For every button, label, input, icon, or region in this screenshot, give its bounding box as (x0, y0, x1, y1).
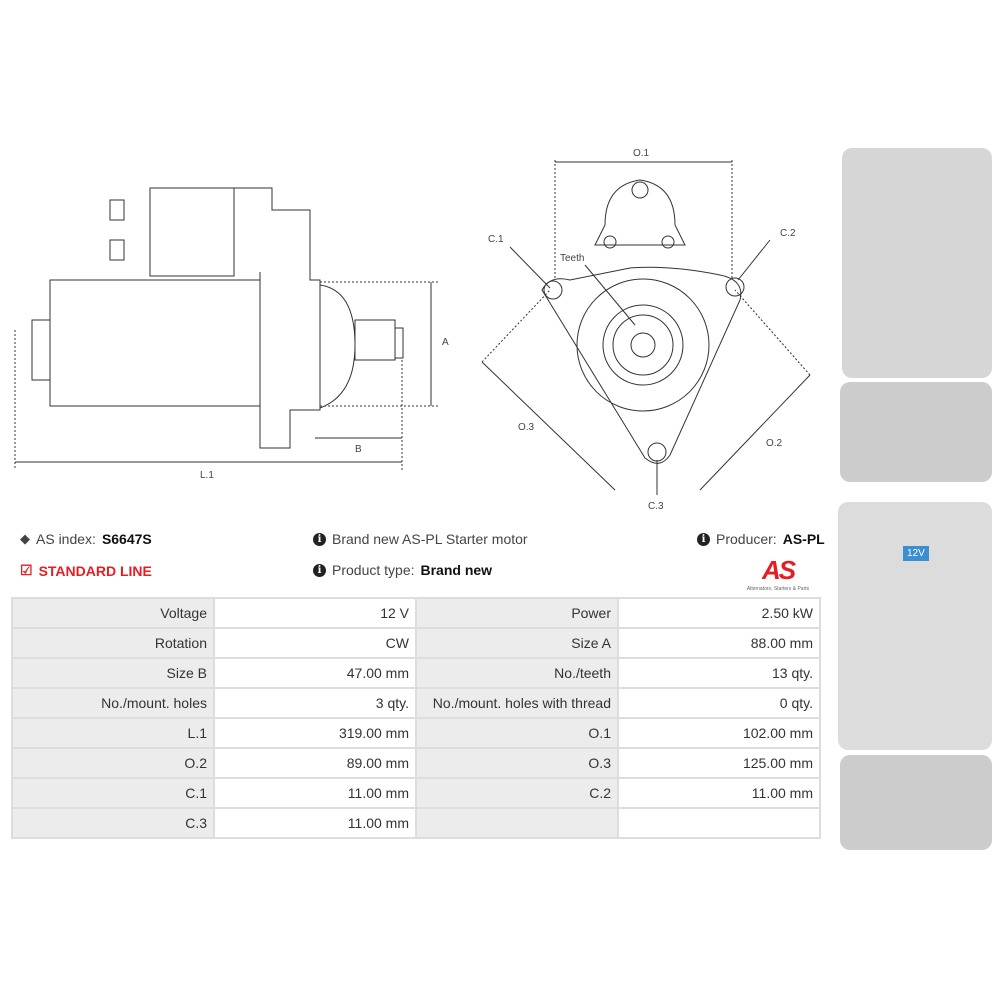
spec-value: 12 V (213, 597, 417, 629)
spec-label: Power (415, 597, 619, 629)
product-photo-top[interactable] (840, 755, 992, 850)
spec-label: Size B (11, 657, 215, 689)
spec-label: Rotation (11, 627, 215, 659)
dim-a-label: A (442, 337, 449, 348)
spec-value: 47.00 mm (213, 657, 417, 689)
product-description: Brand new AS-PL Starter motor (332, 531, 528, 547)
as-pl-logo: AS Alternators, Starters & Parts (733, 555, 823, 592)
dim-c3-label: C.3 (648, 501, 664, 512)
spec-label: O.1 (415, 717, 619, 749)
spec-label: No./mount. holes (11, 687, 215, 719)
as-index-label: AS index: (36, 531, 96, 547)
dim-o1-label: O.1 (633, 148, 650, 159)
logo-tagline: Alternators, Starters & Parts (746, 586, 810, 592)
product-type-label: Product type: (332, 562, 415, 578)
spec-value: 319.00 mm (213, 717, 417, 749)
spec-label: C.3 (11, 807, 215, 839)
info-icon: i (313, 532, 326, 546)
standard-line: ☑ STANDARD LINE (20, 562, 152, 579)
spec-value: 11.00 mm (213, 807, 417, 839)
product-type-value: Brand new (420, 562, 493, 578)
logo-text: AS (761, 555, 796, 585)
spec-value: 3 qty. (213, 687, 417, 719)
spec-label: C.1 (11, 777, 215, 809)
product-photo-rear[interactable]: 12V (838, 502, 992, 750)
spec-value: CW (213, 627, 417, 659)
spec-value: 2.50 kW (617, 597, 821, 629)
spec-label (415, 807, 619, 839)
side-view-drawing: A B L.1 (14, 187, 449, 481)
spec-value: 102.00 mm (617, 717, 821, 749)
spec-value: 13 qty. (617, 657, 821, 689)
spec-label: Size A (415, 627, 619, 659)
info-icon: i (697, 532, 710, 546)
spec-value: 89.00 mm (213, 747, 417, 779)
line-label: STANDARD LINE (38, 562, 152, 579)
front-view-drawing: O.1 C.1 C.2 Teeth O.3 O.2 C.3 (481, 148, 811, 512)
dim-c2-label: C.2 (780, 228, 796, 239)
producer-value: AS-PL (782, 531, 825, 547)
spec-value: 125.00 mm (617, 747, 821, 779)
spec-label: O.3 (415, 747, 619, 779)
voltage-badge: 12V (903, 546, 929, 561)
spec-label: Voltage (11, 597, 215, 629)
spec-value: 88.00 mm (617, 627, 821, 659)
spec-value: 0 qty. (617, 687, 821, 719)
spec-label: No./teeth (415, 657, 619, 689)
info-icon: i (313, 563, 326, 577)
spec-value (617, 807, 821, 839)
producer-label: Producer: (716, 531, 777, 547)
dim-c1-label: C.1 (488, 234, 504, 245)
spec-value: 11.00 mm (213, 777, 417, 809)
spec-label: L.1 (11, 717, 215, 749)
spec-value: 11.00 mm (617, 777, 821, 809)
as-index: ◆ AS index: S6647S (20, 531, 152, 547)
checkbox-icon: ☑ (20, 562, 33, 578)
dim-o3-label: O.3 (518, 422, 535, 433)
spec-label: C.2 (415, 777, 619, 809)
spec-label: No./mount. holes with thread (415, 687, 619, 719)
product-photo-side[interactable] (840, 382, 992, 482)
dim-l1-label: L.1 (200, 470, 214, 481)
product-photo-front[interactable] (842, 148, 992, 378)
dim-b-label: B (355, 444, 362, 455)
tag-icon: ◆ (20, 531, 30, 546)
spec-label: O.2 (11, 747, 215, 779)
dim-o2-label: O.2 (766, 438, 783, 449)
teeth-label: Teeth (560, 253, 584, 264)
as-index-value: S6647S (101, 531, 152, 547)
